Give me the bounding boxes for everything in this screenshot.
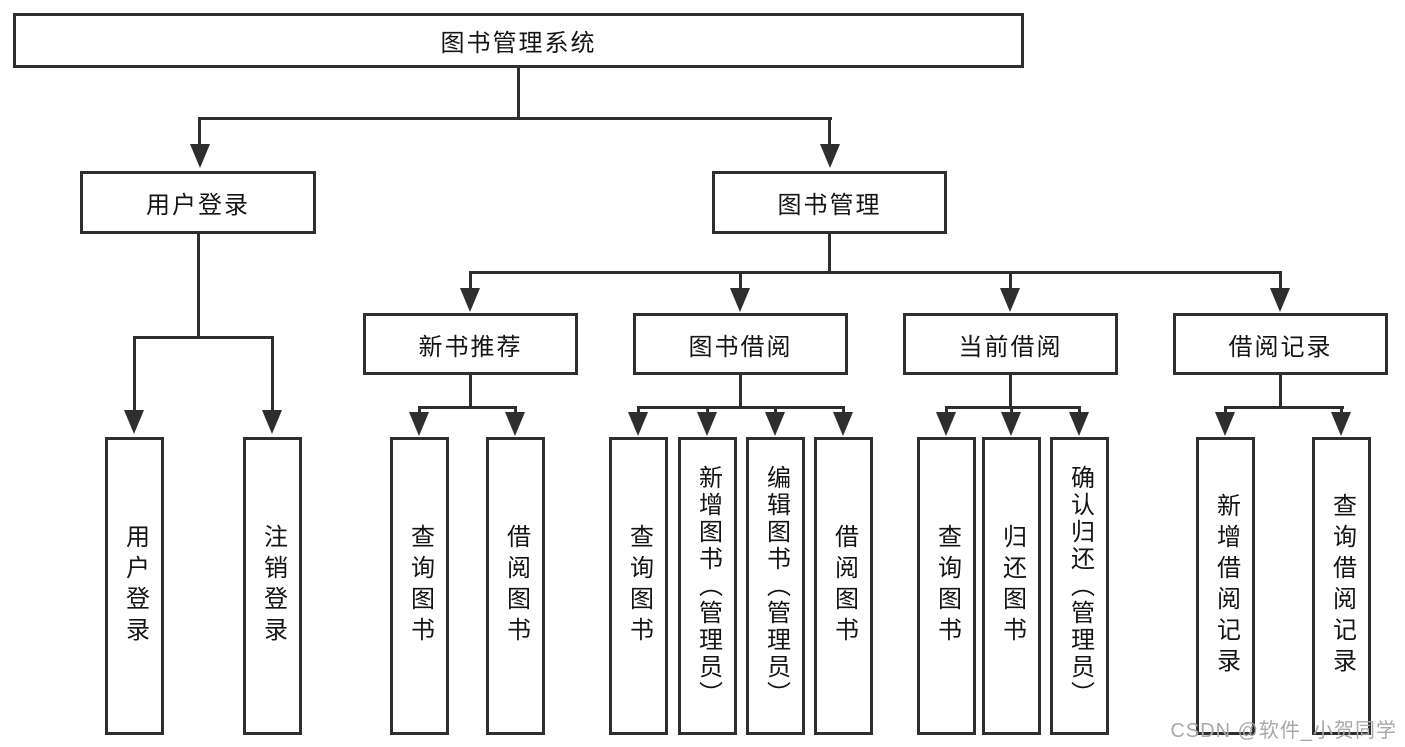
leaf-edit-book-admin: 编辑图书（管理员） bbox=[746, 437, 805, 735]
arrow-down-icon bbox=[460, 288, 480, 312]
leaf-return-book: 归还图书 bbox=[982, 437, 1041, 735]
connector-line bbox=[1009, 271, 1012, 293]
arrow-down-icon bbox=[409, 412, 429, 436]
leaf-edit-book-admin-label: 编辑图书（管理员） bbox=[762, 464, 790, 708]
leaf-query-book-borrow-label: 查询图书 bbox=[625, 524, 653, 648]
leaf-borrow-book-label: 借阅图书 bbox=[830, 524, 858, 648]
node-book-borrow-label: 图书借阅 bbox=[688, 333, 793, 361]
node-root: 图书管理系统 bbox=[13, 13, 1024, 68]
leaf-confirm-return-admin: 确认归还（管理员） bbox=[1050, 437, 1109, 735]
connector-line bbox=[1224, 406, 1344, 409]
arrow-down-icon bbox=[697, 412, 717, 436]
leaf-logout-label: 注销登录 bbox=[259, 524, 287, 648]
connector-line bbox=[514, 406, 517, 416]
node-user-login: 用户登录 bbox=[80, 171, 316, 234]
arrow-down-icon bbox=[190, 144, 210, 168]
arrow-down-icon bbox=[1331, 412, 1351, 436]
node-borrow-records: 借阅记录 bbox=[1173, 313, 1388, 375]
connector-line bbox=[1340, 406, 1343, 416]
connector-line bbox=[469, 271, 1282, 274]
node-root-label: 图书管理系统 bbox=[440, 30, 597, 57]
arrow-down-icon bbox=[936, 412, 956, 436]
connector-line bbox=[945, 406, 1081, 409]
connector-line bbox=[1279, 271, 1282, 293]
arrow-down-icon bbox=[730, 288, 750, 312]
arrow-down-icon bbox=[1069, 412, 1089, 436]
node-book-management: 图书管理 bbox=[712, 171, 947, 234]
connector-line bbox=[1279, 375, 1282, 409]
node-book-management-label: 图书管理 bbox=[777, 192, 882, 219]
arrow-down-icon bbox=[628, 412, 648, 436]
connector-line bbox=[1078, 406, 1081, 416]
connector-line bbox=[271, 336, 274, 414]
arrow-down-icon bbox=[833, 412, 853, 436]
leaf-query-borrow-record: 查询借阅记录 bbox=[1312, 437, 1371, 735]
leaf-confirm-return-admin-label: 确认归还（管理员） bbox=[1066, 464, 1094, 708]
connector-line bbox=[739, 271, 742, 293]
connector-line bbox=[133, 336, 274, 339]
leaf-query-borrow-record-label: 查询借阅记录 bbox=[1328, 493, 1356, 679]
leaf-borrow-book-recommend-label: 借阅图书 bbox=[502, 524, 530, 648]
leaf-query-book-recommend: 查询图书 bbox=[390, 437, 449, 735]
leaf-user-login: 用户登录 bbox=[105, 437, 164, 735]
leaf-add-book-admin: 新增图书（管理员） bbox=[678, 437, 737, 735]
leaf-borrow-book: 借阅图书 bbox=[814, 437, 873, 735]
arrow-down-icon bbox=[262, 410, 282, 434]
connector-line bbox=[739, 375, 742, 409]
leaf-add-borrow-record: 新增借阅记录 bbox=[1196, 437, 1255, 735]
connector-line bbox=[517, 67, 520, 120]
connector-line bbox=[842, 406, 845, 416]
leaf-return-book-label: 归还图书 bbox=[998, 524, 1026, 648]
leaf-add-book-admin-label: 新增图书（管理员） bbox=[694, 464, 722, 708]
node-new-book-recommend: 新书推荐 bbox=[363, 313, 578, 375]
connector-line bbox=[1009, 375, 1012, 409]
arrow-down-icon bbox=[820, 144, 840, 168]
connector-line bbox=[828, 117, 831, 147]
connector-line bbox=[774, 406, 777, 416]
connector-line bbox=[637, 406, 640, 416]
leaf-query-book-borrow: 查询图书 bbox=[609, 437, 668, 735]
connector-line bbox=[133, 336, 136, 414]
connector-line bbox=[828, 234, 831, 274]
leaf-borrow-book-recommend: 借阅图书 bbox=[486, 437, 545, 735]
connector-line bbox=[706, 406, 709, 416]
connector-line bbox=[637, 406, 845, 409]
leaf-logout: 注销登录 bbox=[243, 437, 302, 735]
leaf-user-login-label: 用户登录 bbox=[121, 524, 149, 648]
connector-line bbox=[197, 233, 200, 339]
leaf-query-book-current-label: 查询图书 bbox=[933, 524, 961, 648]
arrow-down-icon bbox=[1000, 288, 1020, 312]
arrow-down-icon bbox=[124, 410, 144, 434]
connector-line bbox=[198, 117, 201, 147]
watermark-text: CSDN @软件_小贺同学 bbox=[1170, 720, 1397, 742]
node-user-login-label: 用户登录 bbox=[146, 192, 250, 219]
arrow-down-icon bbox=[505, 412, 525, 436]
arrow-down-icon bbox=[765, 412, 785, 436]
connector-line bbox=[418, 406, 517, 409]
arrow-down-icon bbox=[1001, 412, 1021, 436]
node-current-borrow-label: 当前借阅 bbox=[958, 333, 1063, 361]
connector-line bbox=[469, 375, 472, 409]
leaf-add-borrow-record-label: 新增借阅记录 bbox=[1212, 493, 1240, 679]
node-borrow-records-label: 借阅记录 bbox=[1228, 333, 1333, 361]
leaf-query-book-recommend-label: 查询图书 bbox=[406, 524, 434, 648]
leaf-query-book-current: 查询图书 bbox=[917, 437, 976, 735]
arrow-down-icon bbox=[1215, 412, 1235, 436]
connector-line bbox=[418, 406, 421, 416]
connector-line bbox=[1224, 406, 1227, 416]
connector-line bbox=[198, 117, 832, 120]
node-current-borrow: 当前借阅 bbox=[903, 313, 1118, 375]
connector-line bbox=[1010, 406, 1013, 416]
arrow-down-icon bbox=[1270, 288, 1290, 312]
connector-line bbox=[469, 271, 472, 293]
node-new-book-recommend-label: 新书推荐 bbox=[418, 333, 523, 361]
connector-line bbox=[945, 406, 948, 416]
node-book-borrow: 图书借阅 bbox=[633, 313, 848, 375]
